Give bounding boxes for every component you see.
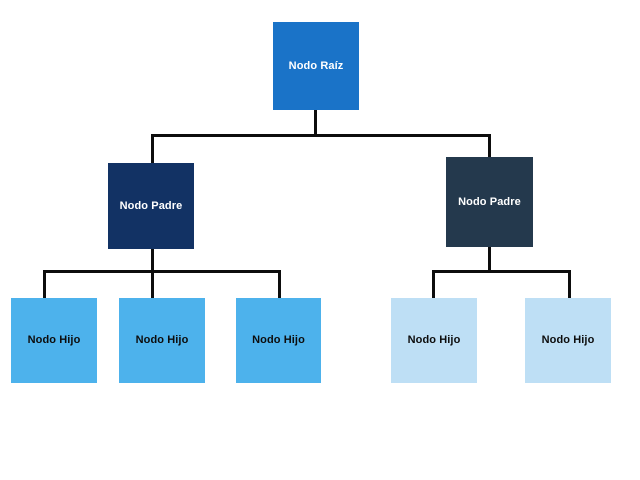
- node-child-left-3-label: Nodo Hijo: [252, 334, 305, 347]
- connector-parent-left-stem: [151, 249, 154, 273]
- connector-parent-left-to-child-3: [278, 270, 281, 300]
- node-parent-right-label: Nodo Padre: [458, 195, 521, 208]
- node-parent-left-label: Nodo Padre: [119, 199, 183, 212]
- node-child-left-1-label: Nodo Hijo: [27, 334, 81, 347]
- node-child-left-2[interactable]: Nodo Hijo: [119, 298, 205, 383]
- connector-root-bus: [151, 134, 491, 137]
- node-child-right-2[interactable]: Nodo Hijo: [525, 298, 611, 383]
- connector-root-to-parent-left: [151, 134, 154, 165]
- connector-parent-left-to-child-2: [151, 270, 154, 300]
- connector-parent-left-to-child-1: [43, 270, 46, 300]
- node-child-left-3[interactable]: Nodo Hijo: [236, 298, 321, 383]
- connector-root-to-parent-right: [488, 134, 491, 159]
- node-child-right-1[interactable]: Nodo Hijo: [391, 298, 477, 383]
- connector-parent-right-stem: [488, 247, 491, 273]
- node-parent-right[interactable]: Nodo Padre: [446, 157, 533, 247]
- node-root-label: Nodo Raíz: [288, 59, 344, 72]
- node-root[interactable]: Nodo Raíz: [273, 22, 359, 110]
- node-child-right-1-label: Nodo Hijo: [407, 334, 461, 347]
- connector-root-stem: [314, 110, 317, 137]
- node-child-left-2-label: Nodo Hijo: [135, 334, 189, 347]
- connector-parent-right-bus: [432, 270, 571, 273]
- connector-parent-right-to-child-2: [568, 270, 571, 300]
- connector-parent-right-to-child-1: [432, 270, 435, 300]
- node-parent-left[interactable]: Nodo Padre: [108, 163, 194, 249]
- node-child-right-2-label: Nodo Hijo: [541, 334, 595, 347]
- node-child-left-1[interactable]: Nodo Hijo: [11, 298, 97, 383]
- connector-parent-left-bus: [43, 270, 281, 273]
